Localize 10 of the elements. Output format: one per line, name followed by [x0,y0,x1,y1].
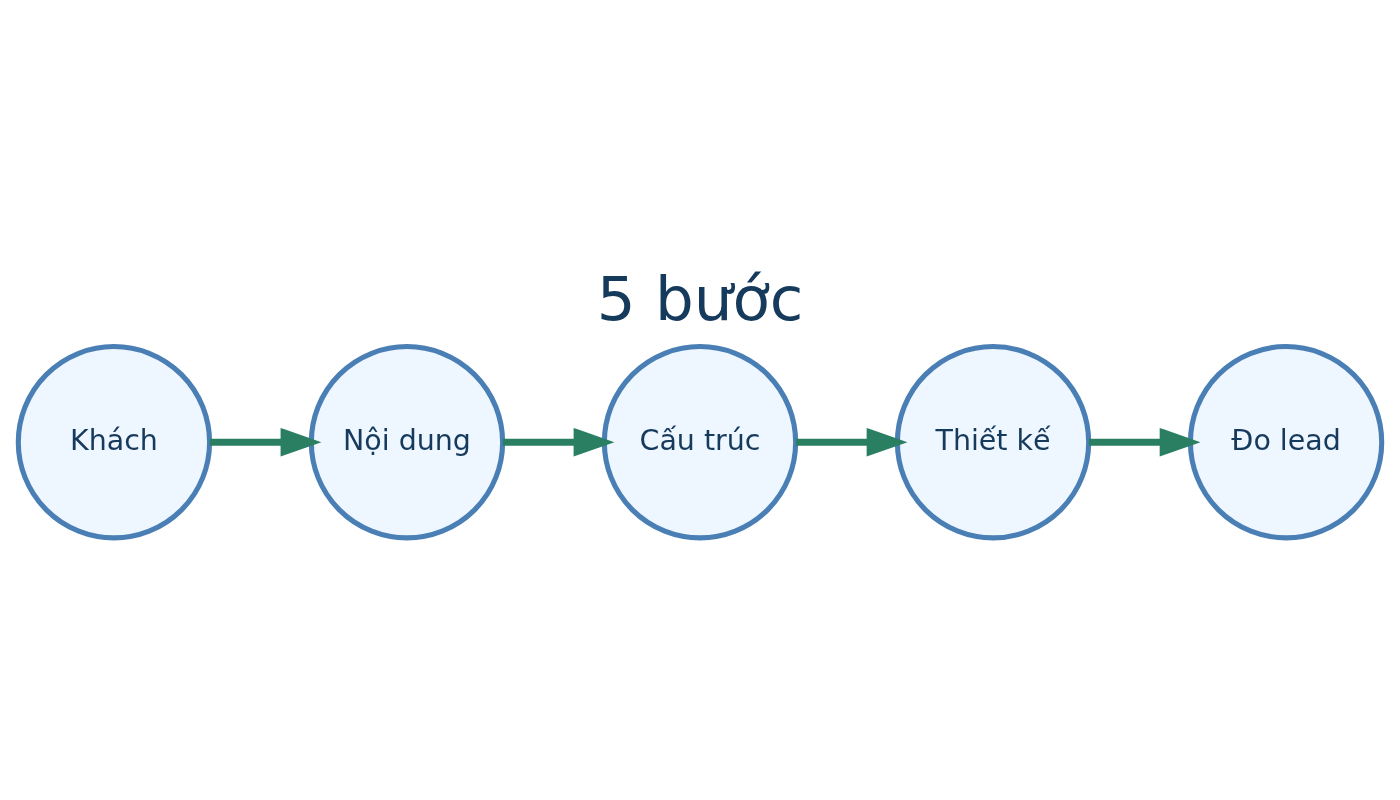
node-circle: Đo lead [1187,343,1385,540]
arrow [1088,427,1201,456]
node-circle: Khách [15,343,213,540]
node-circle: Nội dung [308,343,506,540]
diagram-title: 5 bước [596,262,804,334]
arrow [502,427,615,456]
arrow [795,427,908,456]
arrow [209,427,322,456]
node-circle: Thiết kế [894,343,1092,540]
node-circle: Cấu trúc [601,343,799,540]
